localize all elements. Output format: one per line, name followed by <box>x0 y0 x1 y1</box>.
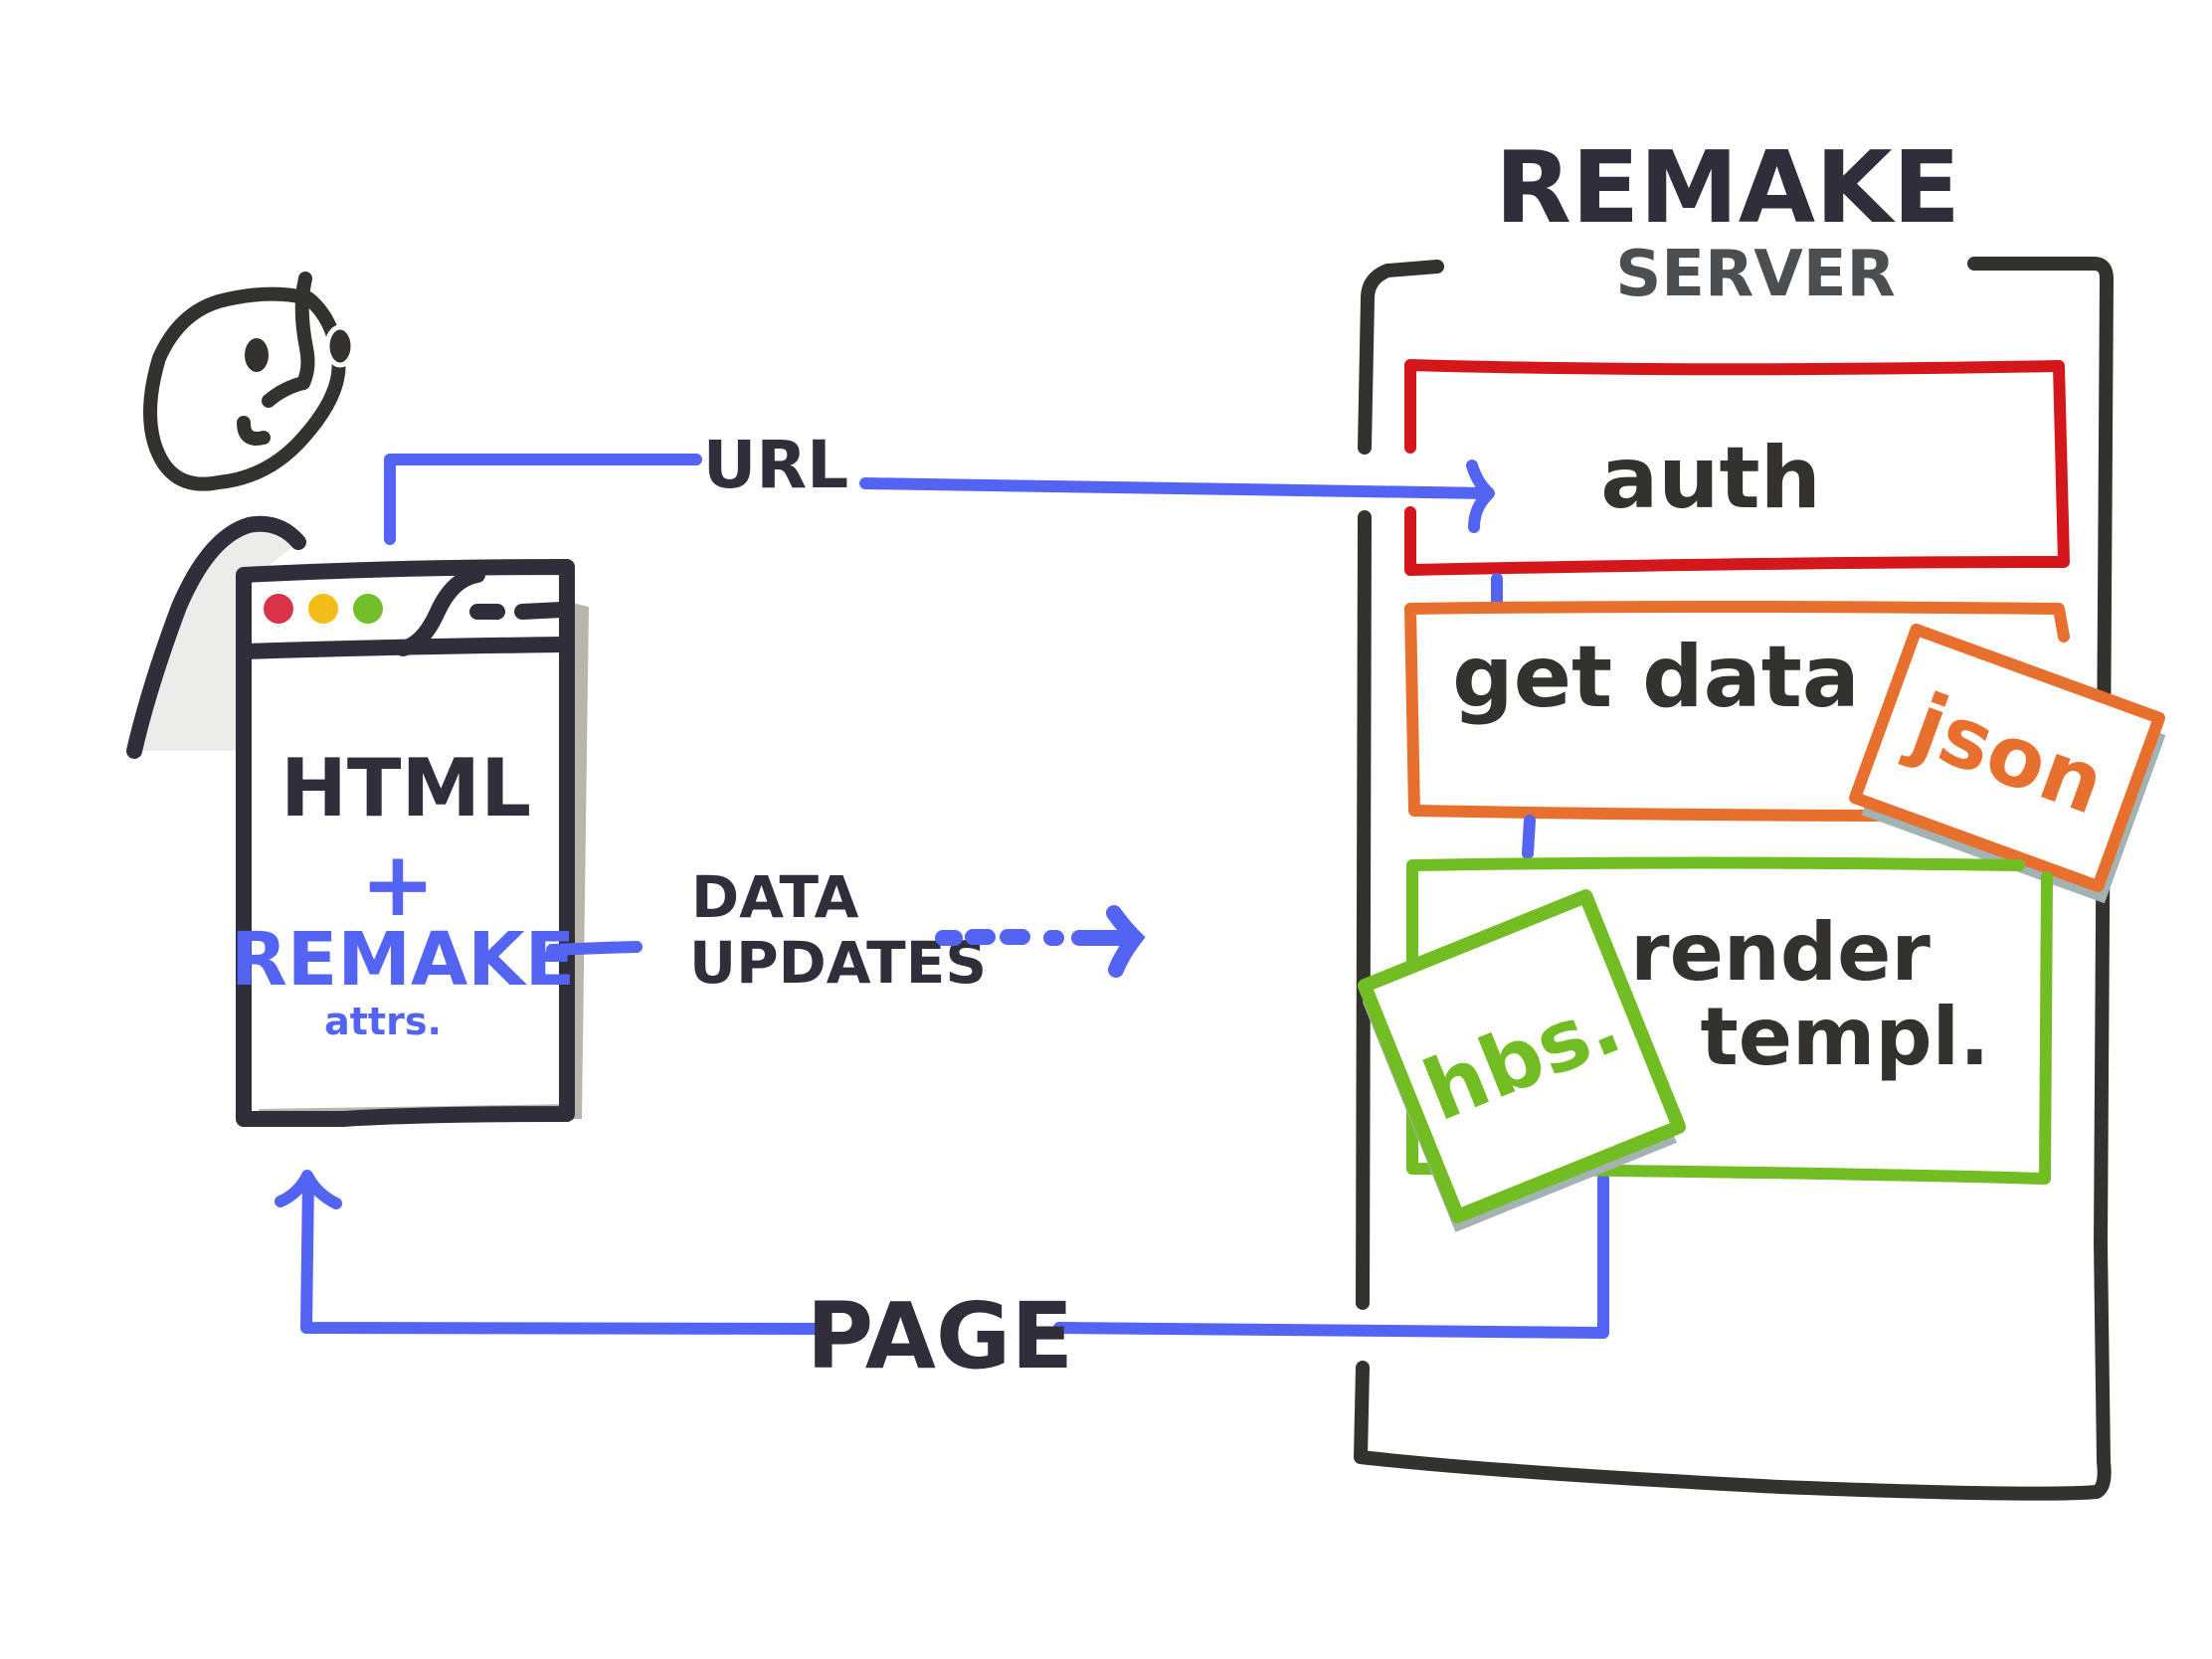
render-label-line2: templ. <box>1701 991 1990 1083</box>
browser-menu-dash-icon <box>469 602 570 620</box>
person-body <box>134 526 298 751</box>
attrs-label: attrs. <box>324 1000 442 1043</box>
browser-frame <box>236 559 575 1127</box>
plus-label: + <box>360 832 435 937</box>
data-updates-label-line1: DATA <box>691 863 859 931</box>
page-response-arrow: PAGE <box>275 1170 1610 1389</box>
hbs-badge: hbs. <box>1357 889 1687 1232</box>
url-label: URL <box>703 427 848 503</box>
server-subtitle: SERVER <box>1615 238 1896 311</box>
browser-window: HTML + REMAKE attrs. <box>231 559 589 1127</box>
auth-step: auth <box>1404 359 2070 611</box>
minimize-dot-icon <box>308 594 338 624</box>
user-figure <box>126 272 356 759</box>
render-label-line1: render <box>1630 906 1931 999</box>
auth-label: auth <box>1600 429 1821 528</box>
data-updates-arrow: DATA UPDATES <box>546 863 1146 997</box>
server-frame <box>1358 260 1444 455</box>
remake-label: REMAKE <box>231 917 575 1003</box>
html-label: HTML <box>280 742 531 834</box>
page-label: PAGE <box>807 1283 1074 1389</box>
maximize-dot-icon <box>353 594 383 624</box>
person-shoulder <box>126 515 306 759</box>
get-data-step: get data json <box>1404 601 2166 904</box>
server-container: REMAKE SERVER auth get data json render <box>1354 129 2166 1501</box>
close-dot-icon <box>264 594 293 624</box>
server-title: REMAKE <box>1495 129 1960 246</box>
url-request-arrow: URL <box>384 427 1495 545</box>
get-data-label: get data <box>1452 628 1860 727</box>
browser-tab-curve <box>395 567 485 656</box>
person-head <box>143 272 356 491</box>
render-template-step: render templ. hbs. <box>1357 856 2053 1232</box>
json-badge: json <box>1849 623 2166 904</box>
